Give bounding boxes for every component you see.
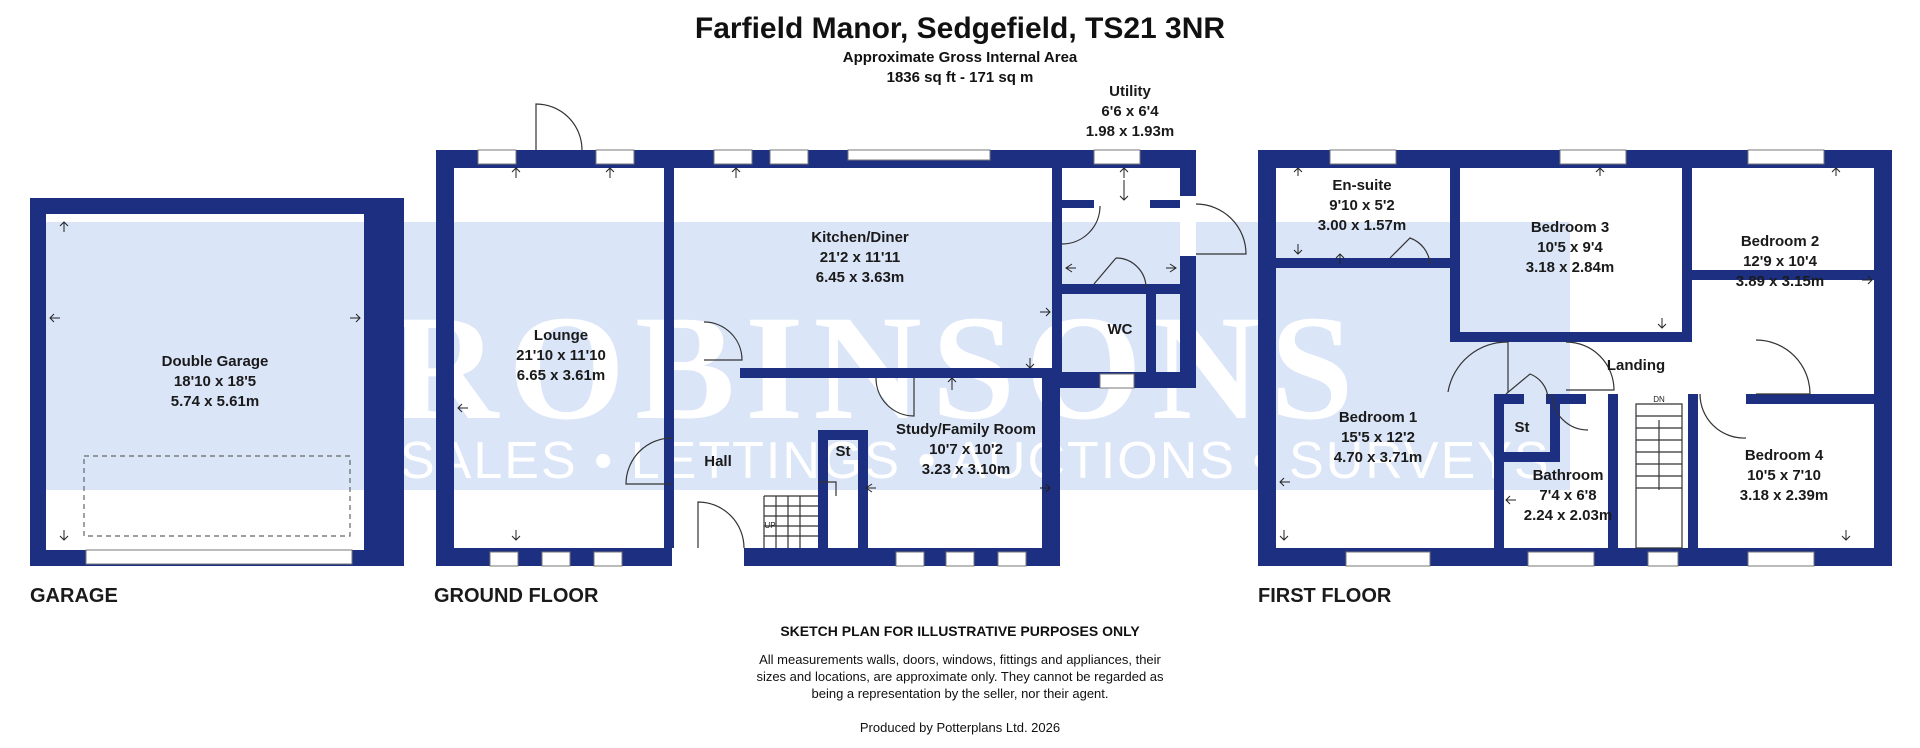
first-floor-plan [1258,149,1892,567]
ground-floor-plan [436,103,1247,567]
area-label: Approximate Gross Internal Area [843,49,1078,66]
svg-text:21'2 x 11'11: 21'2 x 11'11 [820,249,901,266]
floor-label-ground: GROUND FLOOR [434,585,599,607]
room-study: Study/Family Room 10'7 x 10'2 3.23 x 3.1… [896,421,1036,478]
svg-text:6.65 x 3.61m: 6.65 x 3.61m [517,367,605,384]
first-stairs [1635,403,1683,549]
room-utility: Utility 6'6 x 6'4 1.98 x 1.93m [1086,83,1174,140]
svg-text:Double Garage: Double Garage [162,353,269,370]
footer-credit: Produced by Potterplans Ltd. 2026 [860,720,1060,735]
room-lounge: Lounge 21'10 x 11'10 6.65 x 3.61m [516,327,606,384]
svg-text:9'10 x 5'2: 9'10 x 5'2 [1329,197,1395,214]
svg-text:18'10 x 18'5: 18'10 x 18'5 [174,373,256,390]
svg-text:3.00 x 1.57m: 3.00 x 1.57m [1318,217,1406,234]
footer-heading: SKETCH PLAN FOR ILLUSTRATIVE PURPOSES ON… [780,623,1140,639]
room-bathroom: Bathroom 7'4 x 6'8 2.24 x 2.03m [1524,467,1612,524]
svg-text:6'6 x 6'4: 6'6 x 6'4 [1101,103,1159,120]
room-bedroom4: Bedroom 4 10'5 x 7'10 3.18 x 2.39m [1740,447,1828,504]
svg-text:10'7 x 10'2: 10'7 x 10'2 [929,441,1003,458]
ground-stairs [763,481,837,548]
room-ensuite: En-suite 9'10 x 5'2 3.00 x 1.57m [1318,177,1406,234]
svg-text:1.98 x 1.93m: 1.98 x 1.93m [1086,123,1174,140]
footer-disclaimer-2: sizes and locations, are approximate onl… [756,669,1164,684]
room-store-ground: St [836,443,851,460]
svg-text:3.89 x 3.15m: 3.89 x 3.15m [1736,273,1824,290]
svg-text:3.23 x 3.10m: 3.23 x 3.10m [922,461,1010,478]
svg-text:2.24 x 2.03m: 2.24 x 2.03m [1524,507,1612,524]
svg-text:3.18 x 2.39m: 3.18 x 2.39m [1740,487,1828,504]
room-wc: WC [1108,321,1133,338]
svg-text:Bedroom 1: Bedroom 1 [1339,409,1417,426]
svg-text:10'5 x 9'4: 10'5 x 9'4 [1537,239,1603,256]
room-landing: Landing [1607,357,1665,374]
room-bedroom2: Bedroom 2 12'9 x 10'4 3.89 x 3.15m [1736,233,1824,290]
svg-text:6.45 x 3.63m: 6.45 x 3.63m [816,269,904,286]
svg-text:Bedroom 3: Bedroom 3 [1531,219,1609,236]
room-bedroom3: Bedroom 3 10'5 x 9'4 3.18 x 2.84m [1526,219,1614,276]
svg-text:En-suite: En-suite [1332,177,1391,194]
stairs-down-label: DN [1653,395,1665,404]
page-title: Farfield Manor, Sedgefield, TS21 3NR [695,12,1225,45]
svg-text:Bedroom 2: Bedroom 2 [1741,233,1819,250]
room-store-first: St [1515,419,1530,436]
svg-text:Lounge: Lounge [534,327,588,344]
radiator-markers [49,167,1873,541]
stairs-up-label: UP [764,521,775,530]
floor-label-garage: GARAGE [30,585,118,607]
room-bedroom1: Bedroom 1 15'5 x 12'2 4.70 x 3.71m [1334,409,1422,466]
svg-text:Bedroom 4: Bedroom 4 [1745,447,1824,464]
svg-text:10'5 x 7'10: 10'5 x 7'10 [1747,467,1821,484]
floor-label-first: FIRST FLOOR [1258,585,1392,607]
room-kitchen: Kitchen/Diner 21'2 x 11'11 6.45 x 3.63m [811,229,909,286]
svg-text:Study/Family Room: Study/Family Room [896,421,1036,438]
area-value: 1836 sq ft - 171 sq m [887,69,1034,86]
svg-text:15'5 x 12'2: 15'5 x 12'2 [1341,429,1415,446]
svg-text:5.74 x 5.61m: 5.74 x 5.61m [171,393,259,410]
svg-text:4.70 x 3.71m: 4.70 x 3.71m [1334,449,1422,466]
footer-disclaimer-3: being a representation by the seller, no… [811,686,1108,701]
svg-text:3.18 x 2.84m: 3.18 x 2.84m [1526,259,1614,276]
svg-text:7'4 x 6'8: 7'4 x 6'8 [1539,487,1596,504]
svg-text:Bathroom: Bathroom [1533,467,1604,484]
room-garage: Double Garage 18'10 x 18'5 5.74 x 5.61m [162,353,269,410]
svg-text:12'9 x 10'4: 12'9 x 10'4 [1743,253,1818,270]
watermark-services: SALES • LETTINGS • AUCTIONS • SURVEYS [400,432,1551,490]
svg-text:21'10 x 11'10: 21'10 x 11'10 [516,347,606,364]
svg-text:Kitchen/Diner: Kitchen/Diner [811,229,909,246]
room-hall: Hall [704,453,732,470]
footer-disclaimer-1: All measurements walls, doors, windows, … [759,652,1161,667]
svg-text:Utility: Utility [1109,83,1151,100]
garage-plan [30,198,404,566]
